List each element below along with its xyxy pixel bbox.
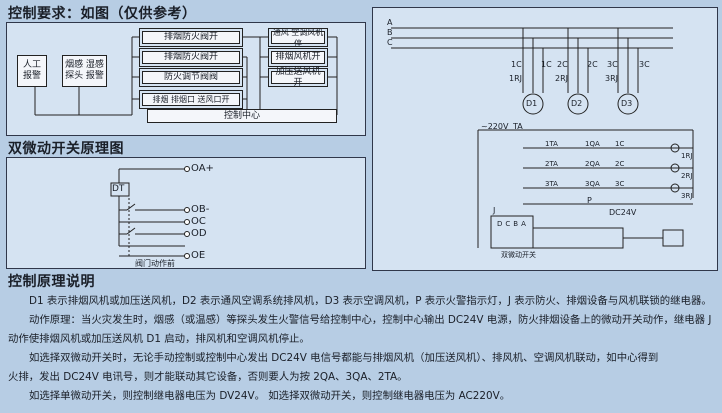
paragraph-3b: 火排，发出 DC24V 电讯号，则才能联动其它设备，否则要人为按 2QA、3QA…	[8, 371, 408, 383]
switch-caption: 阀门动作前	[135, 259, 175, 268]
ctrl-2qa: 2QA	[585, 160, 600, 168]
heading-requirements: 控制要求：如图（仅供参考）	[8, 6, 197, 22]
ctrl-3c: 3C	[615, 180, 625, 188]
switch-diagram-panel: DT OA+ OB- OC OD OE 阀门动作前	[6, 157, 366, 269]
contactor-3c-b: 3C	[639, 60, 650, 69]
phase-a: A	[387, 18, 393, 27]
contactor-1c-a: 1C	[511, 60, 522, 69]
contactor-2c-a: 2C	[557, 60, 568, 69]
mid-box-3: 防火调节阀阀	[139, 68, 243, 87]
terminal-c: OC	[191, 216, 206, 227]
motor-d1: D1	[526, 99, 538, 108]
mid-box-2: 排烟防火阀开	[139, 48, 243, 67]
ctrl-1ta: 1TA	[545, 140, 558, 148]
terminal-d: OD	[191, 228, 207, 239]
right-box-1: 通风 空调风机停	[268, 27, 328, 48]
contactor-1c-b: 1C	[541, 60, 552, 69]
ctrl-3qa: 3QA	[585, 180, 600, 188]
mid-box-4: 排烟 排烟口 送风口开	[139, 90, 243, 109]
p-label: P	[587, 196, 592, 205]
manual-alarm-box: 人工 报警	[17, 55, 47, 87]
phase-c: C	[387, 38, 393, 47]
term-c: C	[505, 220, 514, 228]
right-box-3: 加压送风机开	[268, 67, 328, 88]
terminal-a: OA+	[191, 163, 214, 174]
control-center-box: 控制中心	[147, 109, 337, 123]
relay-1rj: 1RJ	[509, 74, 523, 83]
ta-label: TA	[513, 122, 523, 131]
block-diagram-panel: 人工 报警 烟感 湿感 探头 报警 排烟防火阀开 排烟防火阀开 防火调节阀阀 排…	[6, 22, 366, 136]
motor-d2: D2	[571, 99, 583, 108]
paragraph-1: D1 表示排烟风机或加压送风机，D2 表示通风空调系统排风机，D3 表示空调风机…	[29, 295, 712, 307]
ctrl-3ta: 3TA	[545, 180, 558, 188]
ctrl-3rj: 3RJ	[681, 192, 693, 200]
dc-label: DC24V	[609, 208, 637, 217]
supply-label: ~220V	[481, 122, 509, 131]
right-box-2: 排烟风机开	[268, 48, 328, 67]
switch-terms: DCBA	[497, 220, 529, 228]
heading-switch: 双微动开关原理图	[8, 141, 124, 157]
switch-diagram-lines	[110, 166, 190, 259]
contactor-2c-b: 2C	[587, 60, 598, 69]
paragraph-2: 动作原理：当火灾发生时，烟感（或温感）等探头发生火警信号给控制中心，控制中心输出…	[8, 314, 712, 345]
relay-2rj: 2RJ	[555, 74, 569, 83]
paragraph-3a: 如选择双微动开关时，无论手动控制或控制中心发出 DC24V 电信号都能与排烟风机…	[29, 352, 659, 364]
relay-3rj: 3RJ	[605, 74, 619, 83]
ctrl-2rj: 2RJ	[681, 172, 693, 180]
term-b: B	[513, 220, 522, 228]
ctrl-1qa: 1QA	[585, 140, 600, 148]
term-a: A	[521, 220, 529, 228]
contactor-3c-a: 3C	[607, 60, 618, 69]
motor-d3: D3	[621, 99, 633, 108]
j-label: J	[493, 206, 496, 215]
circuit-lines	[391, 27, 694, 249]
ctrl-1rj: 1RJ	[681, 152, 693, 160]
paragraph-4: 如选择单微动开关，则控制继电器电压为 DV24V。 如选择双微动开关，则控制继电…	[29, 390, 511, 402]
detector-box: 烟感 湿感 探头 报警	[62, 55, 107, 87]
switch-box-label: 双微动开关	[501, 251, 536, 259]
circuit-panel: A B C 1C 1C 2C 2C 3C 3C 1RJ 2RJ 3RJ D1 D…	[372, 7, 718, 271]
mid-box-1: 排烟防火阀开	[139, 28, 243, 47]
heading-principle: 控制原理说明	[8, 274, 95, 290]
dt-label: DT	[112, 184, 125, 194]
ctrl-1c: 1C	[615, 140, 625, 148]
terminal-e: OE	[191, 250, 206, 261]
phase-b: B	[387, 28, 393, 37]
ctrl-2c: 2C	[615, 160, 625, 168]
terminal-b: OB-	[191, 204, 210, 215]
ctrl-2ta: 2TA	[545, 160, 558, 168]
term-d: D	[497, 220, 506, 228]
principle-text: D1 表示排烟风机或加压送风机，D2 表示通风空调系统排风机，D3 表示空调风机…	[8, 292, 716, 406]
